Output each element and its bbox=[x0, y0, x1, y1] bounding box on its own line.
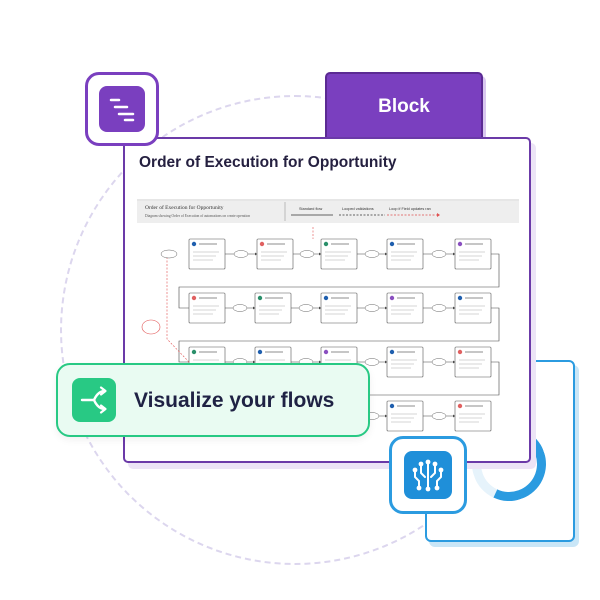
diagram-arrowhead bbox=[385, 414, 387, 418]
diagram-node-dot bbox=[457, 349, 463, 355]
diagram-decision bbox=[298, 304, 314, 312]
circuit-tile bbox=[389, 436, 467, 514]
document-title: Order of Execution for Opportunity bbox=[139, 154, 397, 171]
diagram-node bbox=[454, 400, 492, 432]
diagram-node-dot bbox=[457, 241, 463, 247]
diagram-node-dot bbox=[323, 295, 329, 301]
block-label: Block bbox=[378, 96, 430, 117]
diagram-node-dot bbox=[323, 241, 329, 247]
diagram-arrowhead bbox=[253, 306, 255, 310]
diagram-node-dot bbox=[257, 295, 263, 301]
diagram-loop bbox=[166, 257, 190, 363]
diagram-decision bbox=[141, 319, 161, 335]
callout-label: Visualize your flows bbox=[134, 389, 335, 412]
diagram-connector bbox=[178, 307, 500, 363]
legend-loop-field-updates: Loop if Field updates ran bbox=[389, 207, 431, 211]
diagram-arrowhead bbox=[453, 252, 455, 256]
diagram-decision bbox=[431, 412, 447, 420]
diagram-header-band bbox=[137, 199, 519, 223]
visualize-flows-callout: Visualize your flows bbox=[56, 363, 370, 437]
diagram-header-title: Order of Execution for Opportunity bbox=[145, 204, 224, 211]
diagram-arrowhead bbox=[385, 360, 387, 364]
diagram-decision bbox=[364, 304, 380, 312]
diagram-decision bbox=[431, 358, 447, 366]
diagram-node-dot bbox=[457, 295, 463, 301]
diagram-arrowhead bbox=[255, 252, 257, 256]
diagram-header-subtitle: Diagram showing Order of Execution of au… bbox=[145, 214, 250, 218]
diagram-arrowhead bbox=[319, 306, 321, 310]
diagram-arrowhead bbox=[453, 414, 455, 418]
ring-marker bbox=[494, 461, 506, 468]
legend-standard-flow: Standard flow bbox=[299, 207, 322, 211]
diagram-node-dot bbox=[457, 403, 463, 409]
diagram-node-dot bbox=[191, 295, 197, 301]
diagram-decision bbox=[232, 304, 248, 312]
diagram-arrowhead bbox=[453, 360, 455, 364]
block-tag: Block bbox=[325, 72, 483, 142]
text-lines-tile bbox=[85, 72, 159, 146]
flow-diagram: Order of Execution for Opportunity Diagr… bbox=[137, 199, 519, 432]
diagram-node-dot bbox=[191, 241, 197, 247]
diagram-decision bbox=[364, 358, 380, 366]
diagram-decision bbox=[160, 249, 178, 259]
diagram-arrowhead bbox=[385, 306, 387, 310]
diagram-node-dot bbox=[389, 241, 395, 247]
diagram-decision bbox=[364, 250, 380, 258]
diagram-decision bbox=[431, 250, 447, 258]
diagram-decision bbox=[299, 250, 315, 258]
diagram-node-dot bbox=[323, 349, 329, 355]
diagram-node-dot bbox=[389, 403, 395, 409]
diagram-arrowhead bbox=[385, 252, 387, 256]
diagram-arrowhead bbox=[453, 306, 455, 310]
document-card: Order of Execution for Opportunity Order… bbox=[123, 137, 531, 463]
diagram-decision bbox=[233, 250, 249, 258]
legend-looped-validations: Looped validations bbox=[342, 207, 374, 211]
diagram-arrowhead bbox=[319, 360, 321, 364]
diagram-node-dot bbox=[259, 241, 265, 247]
diagram-node-dot bbox=[191, 349, 197, 355]
flow-branch-icon bbox=[72, 378, 116, 422]
diagram-arrowhead bbox=[253, 360, 255, 364]
diagram-node-dot bbox=[389, 295, 395, 301]
diagram-connector bbox=[178, 253, 500, 309]
text-lines-icon bbox=[99, 86, 145, 132]
diagram-node-dot bbox=[389, 349, 395, 355]
diagram-node-dot bbox=[257, 349, 263, 355]
diagram-decision bbox=[431, 304, 447, 312]
circuit-icon bbox=[404, 451, 452, 499]
diagram-arrowhead bbox=[319, 252, 321, 256]
